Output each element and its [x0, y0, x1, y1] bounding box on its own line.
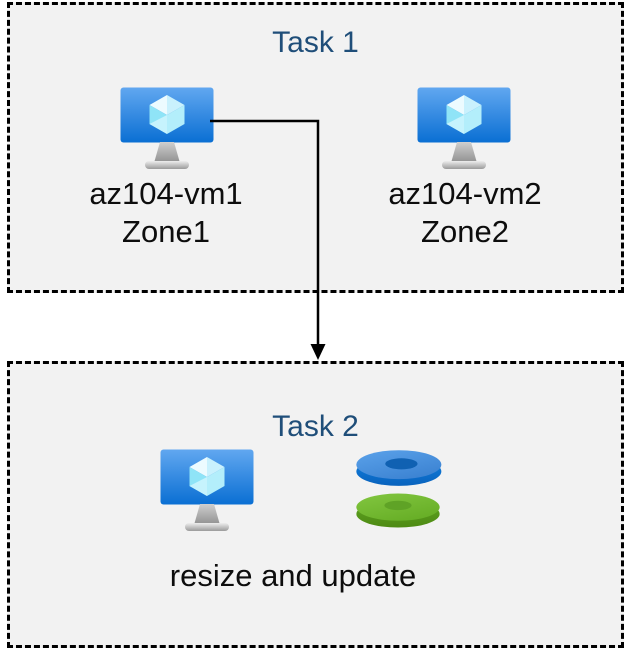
virtual-machine-icon: [160, 449, 254, 531]
task2-caption: resize and update: [169, 558, 417, 593]
vm2-label: az104-vm2 Zone2: [355, 175, 575, 251]
task2-box: Task 2 resize and update: [7, 361, 624, 648]
vm2-zone: Zone2: [421, 214, 509, 249]
virtual-machine-icon: [417, 87, 511, 169]
vm1-zone: Zone1: [122, 214, 210, 249]
virtual-machine-icon: [120, 87, 214, 169]
task1-title: Task 1: [272, 26, 359, 59]
vm1-label: az104-vm1 Zone1: [56, 175, 276, 251]
task1-box: Task 1 az104-vm1 Zone1: [7, 2, 624, 293]
disks-icon: [356, 450, 442, 528]
arrowhead: [310, 344, 326, 360]
vm2-name: az104-vm2: [388, 176, 542, 211]
vm1-name: az104-vm1: [89, 176, 243, 211]
task2-title: Task 2: [272, 410, 359, 443]
